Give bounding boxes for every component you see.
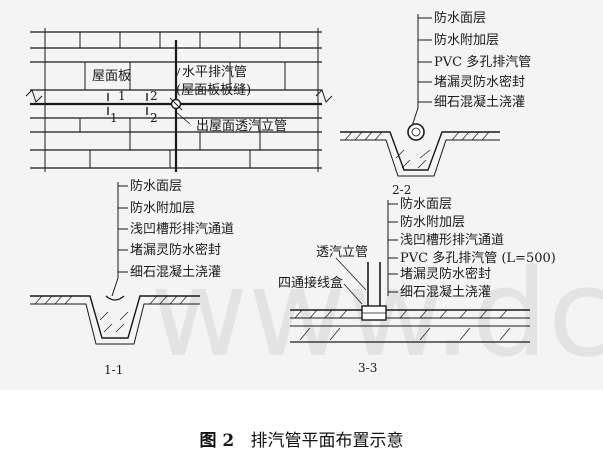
figure-title: 排汽管平面布置示意 <box>250 431 404 451</box>
s33-junction-box-label: 四通接线盒 <box>278 275 343 291</box>
s11-layer-5: 细石混凝土浇灌 <box>130 264 221 280</box>
s33-layer-5: 堵漏灵防水密封 <box>400 266 491 282</box>
s33-layer-4: PVC 多孔排汽管 (L=500) <box>400 250 556 266</box>
s33-layer-2: 防水附加层 <box>400 214 465 230</box>
figure-caption: 图 2 排汽管平面布置示意 <box>0 426 603 451</box>
s33-layer-3: 浅凹槽形排汽通道 <box>400 233 504 248</box>
s22-layer-1: 防水面层 <box>434 10 486 26</box>
diagram-area: www.dc <box>0 0 603 390</box>
section-2-2-label: 2-2 <box>392 183 411 197</box>
plan-mark-1: 1 <box>118 89 126 103</box>
s33-layer-1: 防水面层 <box>400 196 452 212</box>
plan-mark-2: 2 <box>150 89 158 103</box>
section-3-3-label: 3-3 <box>358 361 377 375</box>
plan-mark-1-lower: 1 <box>110 111 118 125</box>
s22-layer-3: PVC 多孔排汽管 <box>434 54 531 70</box>
plan-mark-2-lower: 2 <box>150 111 158 125</box>
section-1-1-label: 1-1 <box>104 363 123 377</box>
section-2-2-layers: 防水面层 防水附加层 PVC 多孔排汽管 堵漏灵防水密封 细石混凝土浇灌 <box>434 10 531 110</box>
s11-layer-2: 防水附加层 <box>130 200 195 216</box>
plan-vent-riser-label: 出屋面透汽立管 <box>196 119 287 134</box>
s22-layer-5: 细石混凝土浇灌 <box>434 94 525 110</box>
s33-layer-6: 细石混凝土浇灌 <box>400 284 491 300</box>
s11-layer-4: 堵漏灵防水密封 <box>130 242 221 258</box>
s11-layer-1: 防水面层 <box>130 178 182 194</box>
section-1-1-layers: 防水面层 防水附加层 浅凹槽形排汽通道 堵漏灵防水密封 细石混凝土浇灌 <box>130 178 234 280</box>
s33-vent-riser-label: 透汽立管 <box>316 245 368 260</box>
figure-number: 图 2 <box>199 431 235 451</box>
s22-layer-2: 防水附加层 <box>434 32 499 48</box>
diagram-svg: www.dc <box>25 10 603 384</box>
s22-layer-4: 堵漏灵防水密封 <box>434 74 525 90</box>
plan-view <box>25 28 333 172</box>
section-3-3-drawing <box>290 200 530 343</box>
plan-horizontal-duct-label: 水平排汽管 <box>182 65 247 80</box>
plan-slab-joint-label: (屋面板板缝) <box>176 83 251 98</box>
section-2-2-drawing <box>340 14 500 177</box>
s11-layer-3: 浅凹槽形排汽通道 <box>130 222 234 237</box>
section-1-1-drawing <box>30 182 200 345</box>
plan-roof-slab-label: 屋面板 <box>92 69 131 84</box>
section-3-3-layers: 防水面层 防水附加层 浅凹槽形排汽通道 PVC 多孔排汽管 (L=500) 堵漏… <box>400 196 556 300</box>
